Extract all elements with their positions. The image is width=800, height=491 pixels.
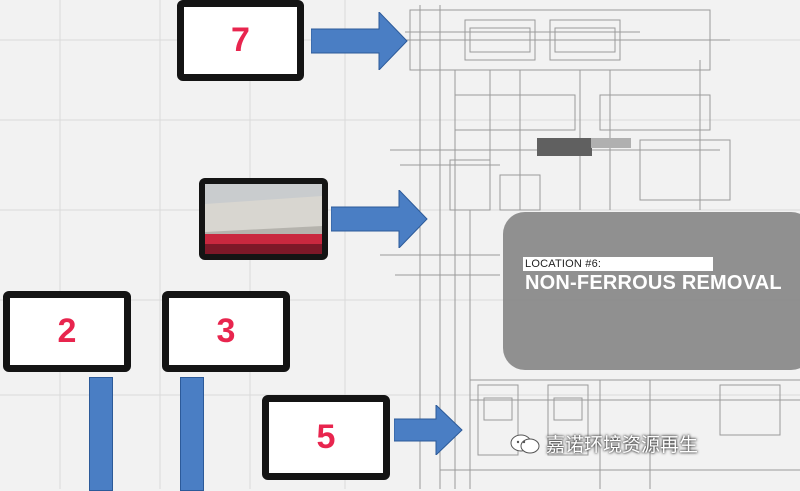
- callout-number-7: 7: [231, 21, 250, 60]
- arrow-right-icon: [331, 190, 431, 248]
- equipment-photo-thumbnail: [199, 178, 328, 260]
- callout-number-2: 2: [58, 312, 77, 351]
- watermark-text: 嘉诺环境资源再生: [546, 430, 698, 457]
- vertical-connector-bar: [89, 377, 113, 491]
- watermark: 嘉诺环境资源再生: [510, 430, 698, 457]
- arrow-right-icon: [394, 405, 464, 455]
- callout-number-3: 3: [217, 312, 236, 351]
- chat-bubble-icon: [510, 433, 540, 455]
- callout-box-3: 3: [162, 291, 290, 372]
- arrow-right-icon: [311, 12, 411, 70]
- vertical-connector-bar: [180, 377, 204, 491]
- callout-box-5: 5: [262, 395, 390, 480]
- callout-box-2: 2: [3, 291, 131, 372]
- location-label: LOCATION #6:: [523, 257, 713, 271]
- callout-box-7: 7: [177, 0, 304, 81]
- location-title: NON-FERROUS REMOVAL: [525, 272, 782, 295]
- callout-number-5: 5: [317, 418, 336, 457]
